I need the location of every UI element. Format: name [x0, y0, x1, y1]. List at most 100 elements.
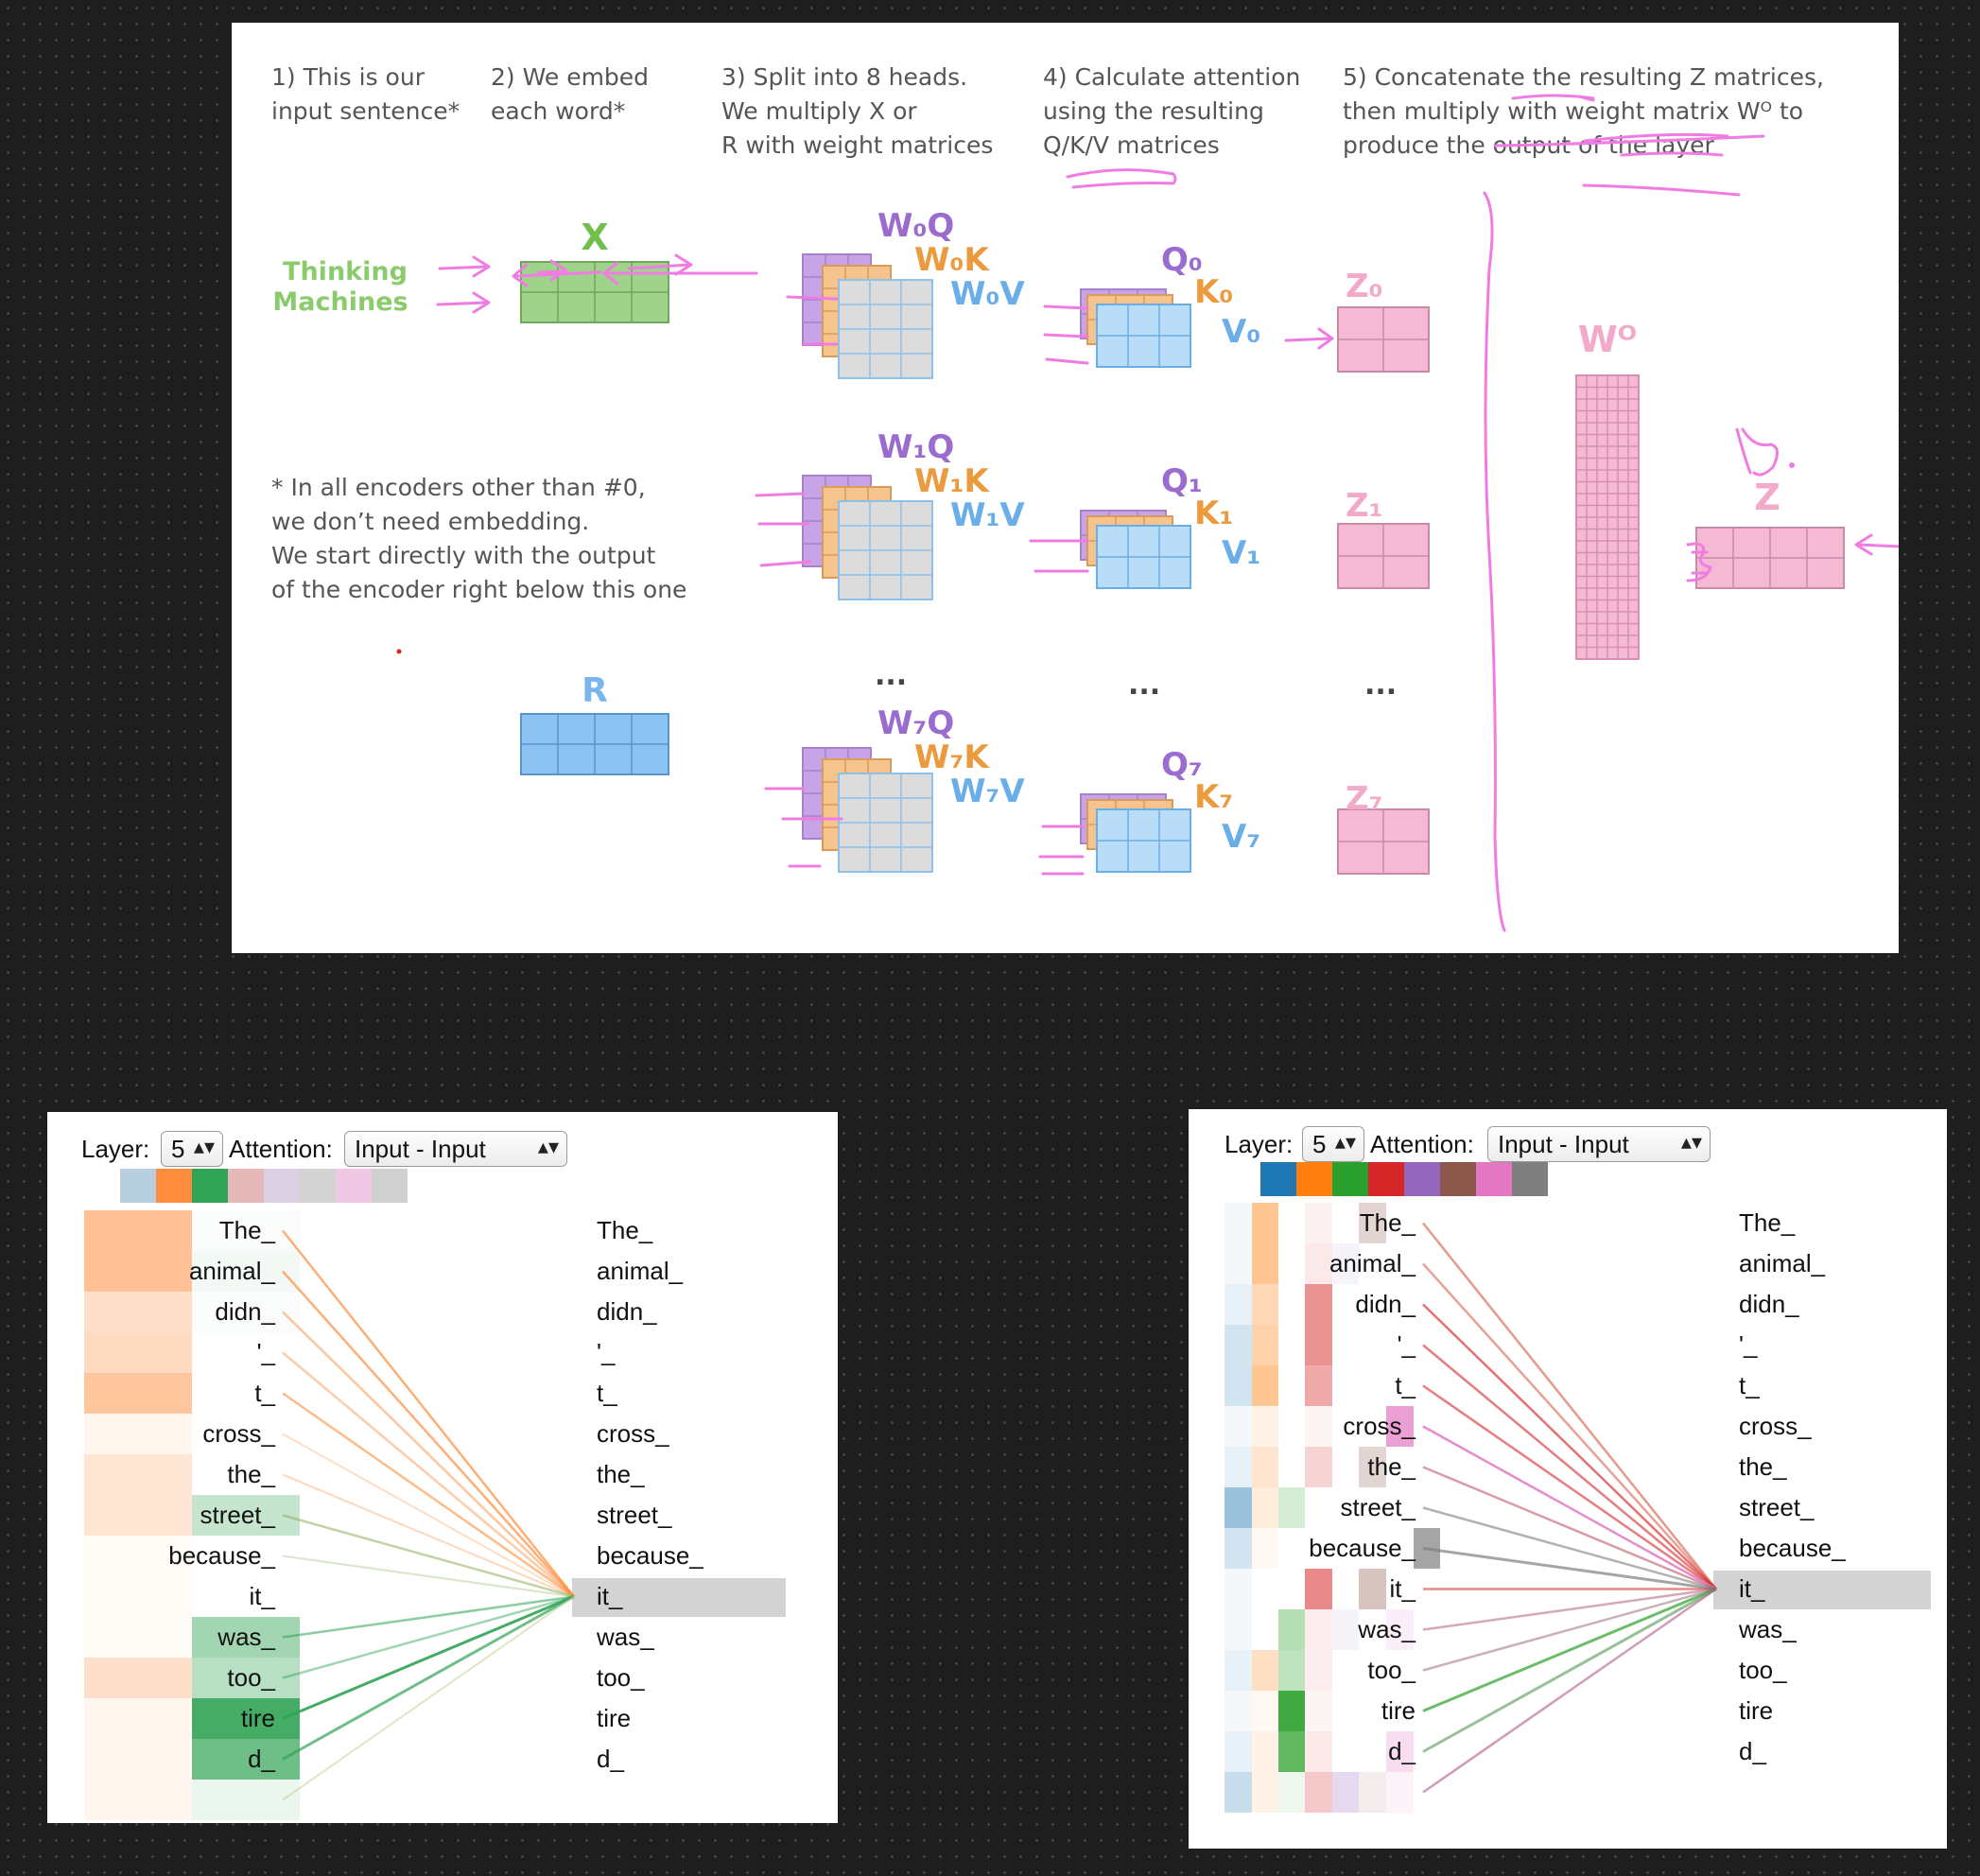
- left-token[interactable]: the_: [1367, 1452, 1416, 1481]
- left-token[interactable]: was_: [1357, 1615, 1416, 1643]
- left-token[interactable]: t_: [254, 1379, 275, 1407]
- attention-heat-cell: [1224, 1406, 1252, 1447]
- attention-heat-cell: [1224, 1325, 1252, 1365]
- right-token[interactable]: didn_: [1739, 1290, 1799, 1318]
- attention-heat-cell: [84, 1576, 192, 1617]
- right-token[interactable]: was_: [596, 1623, 654, 1651]
- head-color-swatch[interactable]: [120, 1169, 156, 1203]
- chevron-updown-icon: ▴▾: [1680, 1130, 1702, 1154]
- head-color-swatch[interactable]: [1368, 1162, 1404, 1196]
- attention-heat-cell: [1252, 1487, 1278, 1528]
- left-token[interactable]: The_: [219, 1216, 276, 1244]
- right-token[interactable]: the_: [1739, 1452, 1787, 1481]
- head-color-swatch[interactable]: [1296, 1162, 1332, 1196]
- z-matrices: [1337, 306, 1430, 875]
- left-token[interactable]: animal_: [189, 1257, 276, 1285]
- attention-heat-cell: [1305, 1325, 1332, 1365]
- left-token[interactable]: didn_: [215, 1297, 275, 1326]
- layer-select[interactable]: 5 ▴▾: [161, 1131, 223, 1167]
- right-token[interactable]: street_: [597, 1501, 672, 1529]
- right-token[interactable]: street_: [1739, 1493, 1815, 1521]
- left-token[interactable]: didn_: [1355, 1290, 1416, 1318]
- v1-label: V₁: [1222, 534, 1260, 572]
- attention-line: [282, 1229, 575, 1598]
- attention-select[interactable]: Input - Input ▴▾: [344, 1131, 567, 1167]
- left-token[interactable]: tire: [1381, 1696, 1416, 1725]
- right-token[interactable]: too_: [597, 1663, 645, 1692]
- right-token[interactable]: too_: [1739, 1656, 1787, 1684]
- attention-label: Attention:: [1370, 1130, 1474, 1158]
- attention-line: [1422, 1588, 1717, 1631]
- right-token[interactable]: the_: [597, 1460, 645, 1488]
- left-token[interactable]: d_: [1388, 1737, 1416, 1765]
- head-color-swatch[interactable]: [1476, 1162, 1512, 1196]
- right-token[interactable]: cross_: [1739, 1412, 1812, 1440]
- left-token[interactable]: tire: [241, 1704, 275, 1732]
- attention-select[interactable]: Input - Input ▴▾: [1487, 1126, 1711, 1162]
- left-token[interactable]: cross_: [1343, 1412, 1416, 1440]
- attention-heat-cell: [1332, 1609, 1359, 1650]
- selected-token-highlight[interactable]: [572, 1578, 786, 1617]
- head-color-swatch[interactable]: [228, 1169, 264, 1203]
- right-token[interactable]: it_: [597, 1582, 623, 1610]
- left-token[interactable]: t_: [1395, 1371, 1416, 1399]
- left-token[interactable]: street_: [200, 1501, 276, 1529]
- right-token[interactable]: '_: [597, 1338, 616, 1366]
- right-token[interactable]: The_: [1739, 1208, 1796, 1237]
- left-token[interactable]: too_: [227, 1663, 275, 1692]
- right-token[interactable]: it_: [1739, 1574, 1765, 1603]
- left-token[interactable]: because_: [168, 1541, 275, 1570]
- head-color-swatch[interactable]: [300, 1169, 336, 1203]
- left-token[interactable]: was_: [217, 1623, 275, 1651]
- left-token[interactable]: because_: [1309, 1534, 1416, 1562]
- left-token[interactable]: it_: [250, 1582, 276, 1610]
- layer-select[interactable]: 5 ▴▾: [1302, 1126, 1364, 1162]
- right-token[interactable]: was_: [1738, 1615, 1797, 1643]
- left-token[interactable]: street_: [1341, 1493, 1416, 1521]
- right-token[interactable]: animal_: [597, 1257, 684, 1285]
- attention-heat-cell: [1332, 1243, 1359, 1284]
- right-token[interactable]: t_: [1739, 1371, 1760, 1399]
- head-color-swatch[interactable]: [1512, 1162, 1548, 1196]
- right-token[interactable]: cross_: [597, 1419, 669, 1448]
- ellipsis-qkv: ...: [1128, 669, 1160, 702]
- w0q-label: W₀Q: [877, 207, 954, 245]
- right-token[interactable]: d_: [1739, 1737, 1766, 1765]
- left-token[interactable]: it_: [1390, 1574, 1416, 1603]
- right-token[interactable]: because_: [1739, 1534, 1846, 1562]
- right-token[interactable]: tire: [1739, 1696, 1773, 1725]
- left-token[interactable]: the_: [227, 1460, 275, 1488]
- head-color-swatch[interactable]: [156, 1169, 192, 1203]
- head-color-swatch[interactable]: [1404, 1162, 1440, 1196]
- right-token[interactable]: because_: [597, 1541, 703, 1570]
- head-color-swatch[interactable]: [1440, 1162, 1476, 1196]
- left-token[interactable]: '_: [1398, 1330, 1416, 1359]
- attention-heat-cell: [1252, 1243, 1278, 1284]
- attention-heat-cell: [84, 1292, 192, 1332]
- attention-heat-cell: [1224, 1609, 1252, 1650]
- left-token[interactable]: too_: [1367, 1656, 1416, 1684]
- right-token[interactable]: t_: [597, 1379, 617, 1407]
- left-token[interactable]: '_: [257, 1338, 276, 1366]
- right-token[interactable]: The_: [597, 1216, 653, 1244]
- head-color-swatch[interactable]: [192, 1169, 228, 1203]
- left-token[interactable]: cross_: [202, 1419, 275, 1448]
- right-token[interactable]: tire: [597, 1704, 631, 1732]
- right-token[interactable]: animal_: [1739, 1249, 1826, 1277]
- right-token[interactable]: '_: [1739, 1330, 1758, 1359]
- head-color-swatch[interactable]: [372, 1169, 408, 1203]
- right-token[interactable]: d_: [597, 1745, 624, 1773]
- right-token[interactable]: didn_: [597, 1297, 657, 1326]
- head-color-swatch[interactable]: [264, 1169, 300, 1203]
- attention-line: [282, 1595, 575, 1761]
- head-color-swatch[interactable]: [1332, 1162, 1368, 1196]
- head-color-swatch[interactable]: [336, 1169, 372, 1203]
- left-token[interactable]: The_: [1360, 1208, 1416, 1237]
- selected-token-highlight[interactable]: [1713, 1571, 1931, 1609]
- attention-heat-cell: [192, 1698, 300, 1739]
- attention-line: [1422, 1588, 1717, 1712]
- left-token[interactable]: d_: [248, 1745, 275, 1773]
- head-color-swatch[interactable]: [1260, 1162, 1296, 1196]
- left-token[interactable]: animal_: [1329, 1249, 1416, 1277]
- attention-heat-cell: [1359, 1203, 1386, 1243]
